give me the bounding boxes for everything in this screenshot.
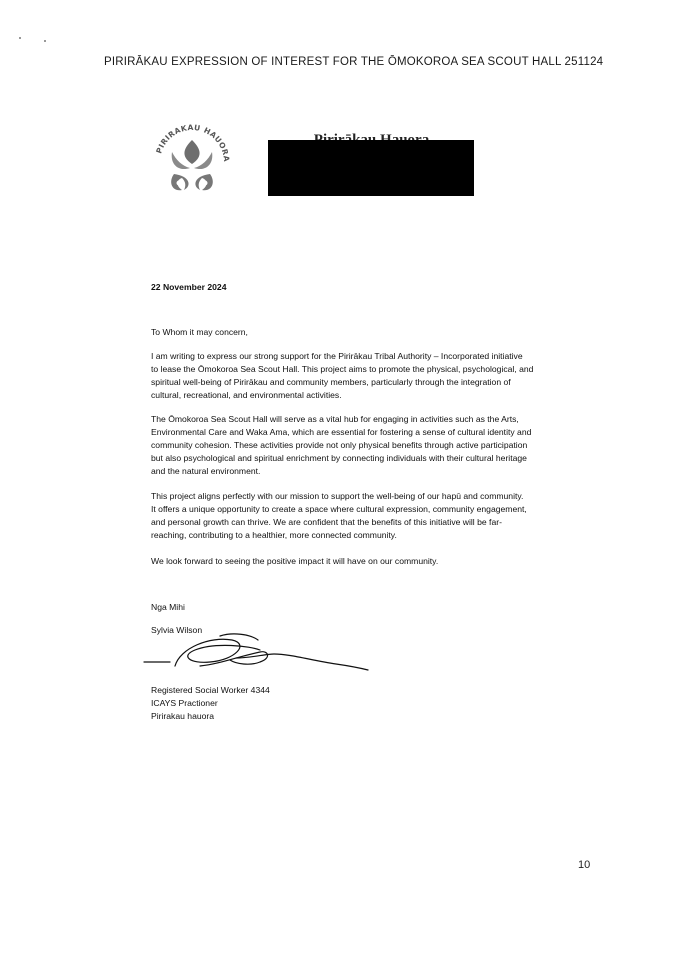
text-line: We look forward to seeing the positive i… bbox=[151, 556, 439, 566]
scan-speck bbox=[44, 40, 46, 42]
text-line: The Ōmokoroa Sea Scout Hall will serve a… bbox=[151, 414, 519, 424]
document-header: PIRIRĀKAU EXPRESSION OF INTEREST FOR THE… bbox=[104, 56, 604, 68]
paragraph-1: I am writing to express our strong suppo… bbox=[151, 350, 551, 402]
handwritten-signature bbox=[140, 628, 375, 673]
closing: Nga Mihi bbox=[151, 602, 185, 612]
text-line: I am writing to express our strong suppo… bbox=[151, 351, 523, 361]
text-line: Environmental Care and Waka Ama, which a… bbox=[151, 427, 532, 437]
signatory-name: Sylvia Wilson bbox=[151, 625, 203, 635]
redaction-block bbox=[268, 140, 474, 196]
text-line: This project aligns perfectly with our m… bbox=[151, 491, 524, 501]
paragraph-2: The Ōmokoroa Sea Scout Hall will serve a… bbox=[151, 413, 551, 478]
title-line: Registered Social Worker 4344 bbox=[151, 685, 270, 695]
text-line: spiritual well-being of Pirirākau and co… bbox=[151, 377, 511, 387]
text-line: It offers a unique opportunity to create… bbox=[151, 504, 527, 514]
letter-date: 22 November 2024 bbox=[151, 282, 227, 292]
text-line: community cohesion. These activities pro… bbox=[151, 440, 528, 450]
title-line: Pirirakau hauora bbox=[151, 711, 215, 721]
text-line: reaching, contributing to a healthier, m… bbox=[151, 530, 397, 540]
paragraph-4: We look forward to seeing the positive i… bbox=[151, 555, 551, 568]
logo-emblem-icon: PIRIRAKAU HAUORA bbox=[154, 123, 231, 191]
salutation: To Whom it may concern, bbox=[151, 327, 248, 337]
text-line: to lease the Ōmokoroa Sea Scout Hall. Th… bbox=[151, 364, 534, 374]
title-line: ICAYS Practioner bbox=[151, 698, 218, 708]
text-line: and the natural environment. bbox=[151, 466, 261, 476]
text-line: but also psychological and spiritual enr… bbox=[151, 453, 527, 463]
page-number: 10 bbox=[578, 859, 591, 871]
pirirakau-hauora-logo: PIRIRAKAU HAUORA bbox=[150, 122, 234, 202]
paragraph-3: This project aligns perfectly with our m… bbox=[151, 490, 551, 542]
scan-speck bbox=[19, 37, 21, 39]
signatory-titles: Registered Social Worker 4344 ICAYS Prac… bbox=[151, 684, 551, 723]
text-line: and personal growth can thrive. We are c… bbox=[151, 517, 502, 527]
text-line: cultural, recreational, and environmenta… bbox=[151, 390, 342, 400]
